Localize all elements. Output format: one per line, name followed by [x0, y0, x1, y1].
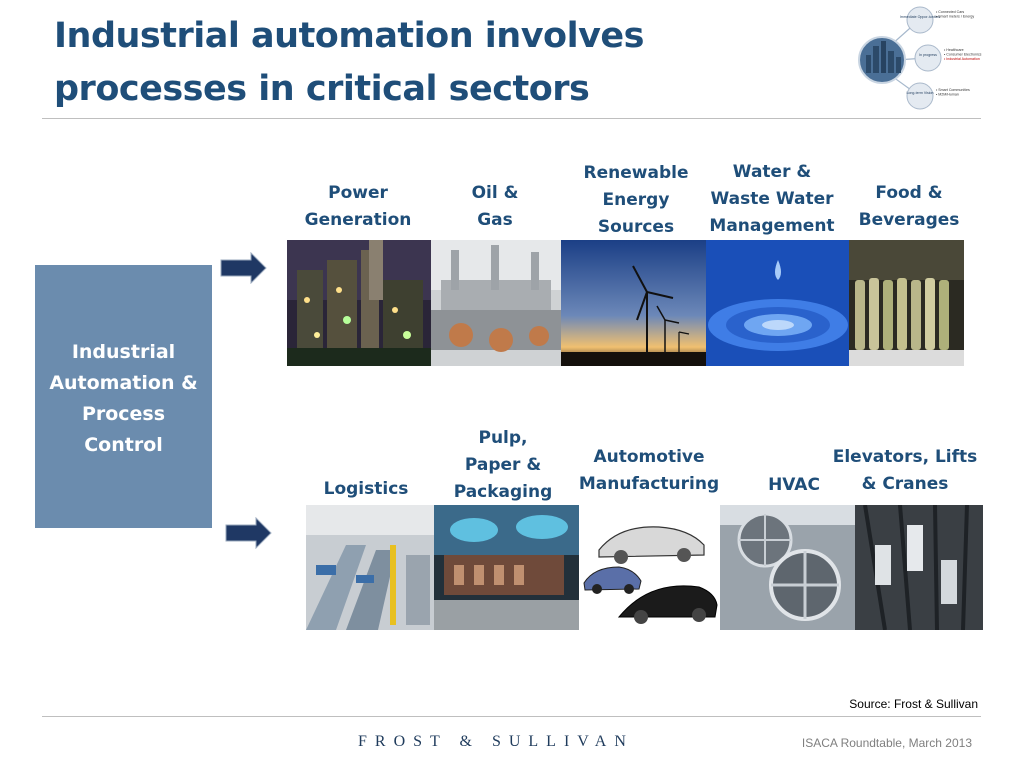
sector-label-renewable-energy: Renewable Energy Sources [583, 163, 689, 237]
warehouse-conveyor-photo [306, 505, 434, 630]
power-plant-photo [287, 240, 431, 366]
thumbnail-item-label: • Healthcare [944, 48, 964, 52]
car-sketches-image [579, 505, 720, 630]
sector-label-elevators-cranes: Elevators, Lifts & Cranes [832, 447, 978, 494]
packaging-machine-photo [434, 505, 579, 630]
water-drop-photo [706, 240, 849, 366]
elevator-shafts-photo [855, 505, 983, 630]
hvac-fans-photo [720, 505, 855, 630]
title-divider [42, 118, 981, 119]
sector-label-logistics: Logistics [323, 479, 409, 499]
sector-label-pulp-paper-packaging: Pulp, Paper & Packaging [453, 428, 553, 502]
sector-label-food-beverages: Food & Beverages [858, 183, 960, 230]
bottling-line-photo [849, 240, 964, 366]
wind-turbines-photo [561, 240, 706, 366]
sector-label-automotive-manufacturing: Automotive Manufacturing [578, 447, 720, 494]
thumbnail-item-label: • Smart meters / Energy [936, 15, 974, 19]
arrow-right-icon [225, 517, 272, 549]
node-circle [914, 44, 942, 72]
thumbnail-node-label: Immediate Oppor-tunities [900, 15, 941, 19]
sector-label-hvac: HVAC [768, 475, 820, 495]
thumbnail-item-label: • Industrial Automation [944, 57, 980, 61]
arrow-right-icon [220, 252, 267, 284]
refinery-equipment-photo [431, 240, 561, 366]
frost-sullivan-logo: FROST & SULLIVAN [358, 733, 634, 750]
thumbnail-node-label: In progress [919, 53, 937, 57]
thumbnail-item-label: • Consumer Electronics [944, 53, 982, 57]
slide-title: Industrial automation involves processes… [54, 16, 644, 109]
sector-label-power-generation: Power Generation [304, 183, 412, 230]
node-circle [906, 82, 934, 110]
thumbnail-item-label: • Smart Communities [936, 88, 970, 92]
sector-label-oil-gas: Oil & Gas [471, 183, 519, 230]
footer-divider [42, 716, 981, 717]
thumbnail-node-label: Long-term Vision [906, 91, 933, 95]
diagram-thumbnail: Immediate Oppor-tunities In progressLong-… [858, 6, 982, 110]
thumbnail-item-label: • Connected Cars [936, 10, 964, 14]
thumbnail-item-label: • M2M/Human [936, 93, 959, 97]
sector-label-water-management: Water & Waste Water Management [709, 162, 835, 236]
industrial-automation-box: Industrial Automation & Process Control [35, 265, 212, 528]
industrial-automation-label: Industrial Automation & Process Control [49, 341, 198, 456]
footer-text: ISACA Roundtable, March 2013 [801, 736, 972, 750]
node-circle [906, 6, 934, 34]
source-note: Source: Frost & Sullivan [849, 697, 978, 711]
